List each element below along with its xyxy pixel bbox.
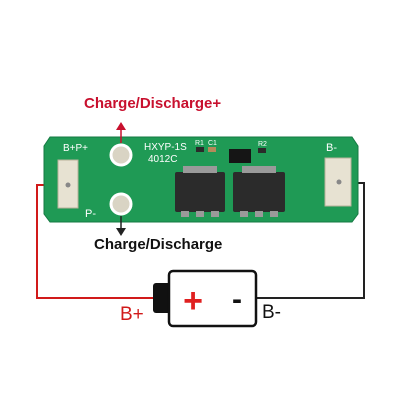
- silk-p-minus: P-: [85, 208, 96, 220]
- silk-b-plus-p-plus: B+P+: [63, 143, 88, 154]
- silk-r2: R2: [258, 141, 267, 148]
- mosfet-right: [233, 166, 285, 217]
- silk-model-line1: HXYP-1S: [144, 142, 187, 153]
- resistor-r1: [196, 147, 204, 152]
- silk-model-line2: 4012C: [148, 154, 177, 165]
- battery-plus-symbol: +: [183, 282, 203, 320]
- battery-minus-label: B-: [262, 302, 281, 323]
- battery-body: [167, 269, 258, 328]
- pad-p-minus: [109, 192, 133, 216]
- capacitor-c1: [208, 147, 216, 152]
- mosfet-left: [175, 166, 225, 217]
- silk-b-minus: B-: [326, 142, 337, 154]
- control-ic: [229, 149, 251, 163]
- charge-discharge-label: Charge/Discharge: [94, 236, 223, 253]
- battery-minus-symbol: -: [232, 283, 242, 316]
- pad-p-plus: [109, 143, 133, 167]
- charge-discharge-plus-label: Charge/Discharge+: [84, 95, 222, 112]
- battery-plus-label: B+: [120, 304, 144, 325]
- battery: + -: [153, 269, 258, 328]
- pcb-board: B+P+ B- P- HXYP-1S 4012C R1 C1 R2: [43, 122, 359, 236]
- resistor-r2: [258, 148, 266, 153]
- silk-r1: R1: [195, 140, 204, 147]
- silk-c1: C1: [208, 140, 217, 147]
